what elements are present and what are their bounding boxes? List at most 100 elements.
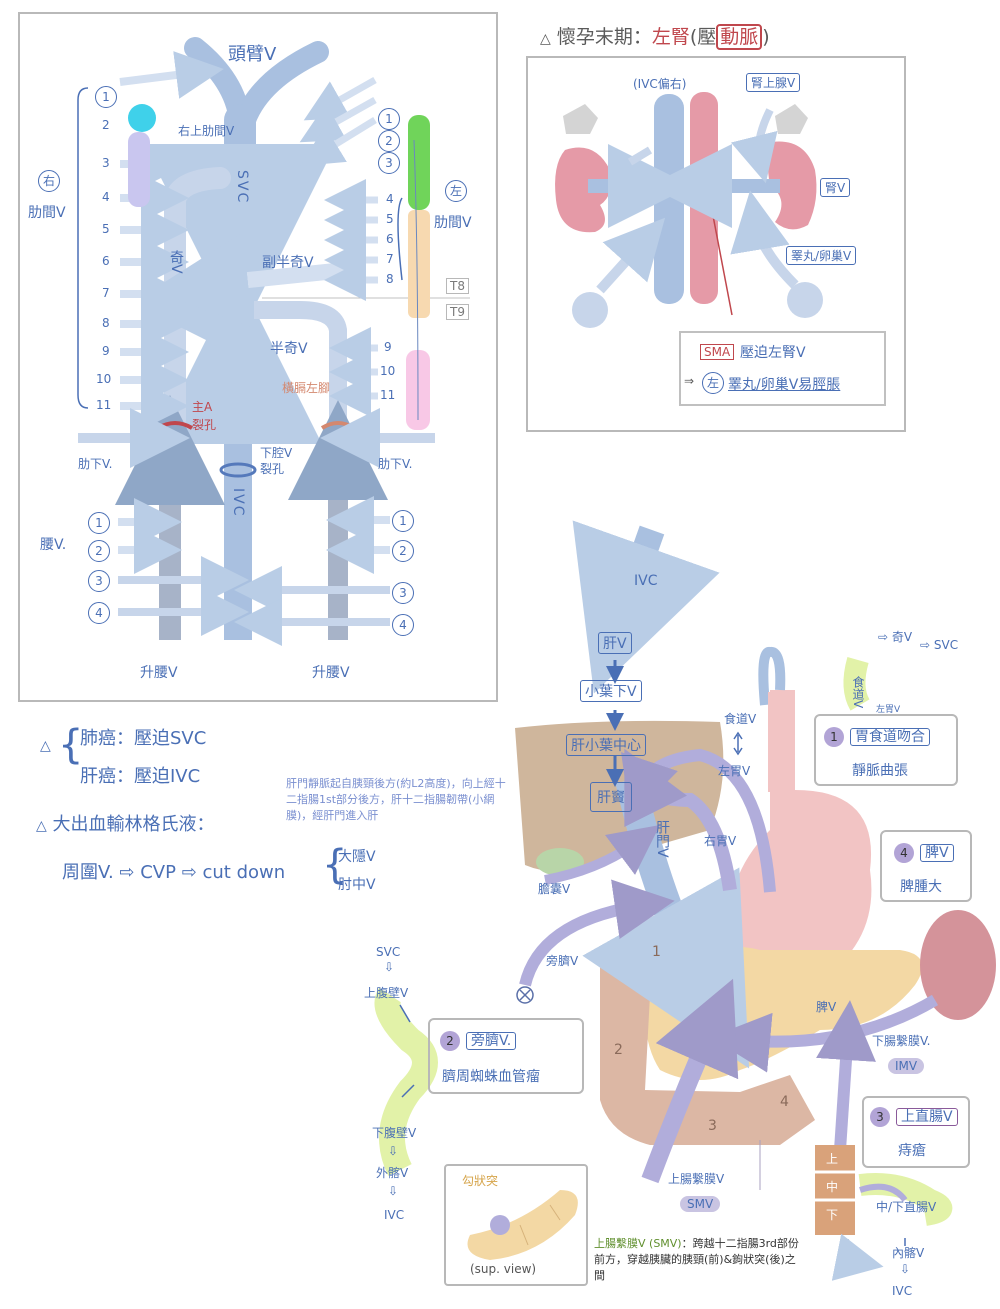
down-arrow-icon: ⇩: [900, 1262, 911, 1276]
warning-icon: △: [540, 31, 551, 47]
ivc-chain-0: 下腹壁V: [372, 1126, 417, 1140]
splenic-v-label: 脾V: [816, 1000, 837, 1014]
ascending-lumbar-right-label: 升腰V: [312, 665, 350, 681]
down-arrow-icon: ⇩: [384, 960, 395, 974]
left-intercostal-arrows: [299, 76, 435, 468]
box1-text: 靜脈曲張: [852, 763, 908, 779]
hepatic-v-box: 肝V: [598, 632, 632, 654]
aortic-hiatus-label: 主A裂孔: [192, 400, 217, 432]
lumbar-number-right: 1: [392, 510, 414, 532]
left-ic-number: 6: [386, 232, 394, 246]
box2-title: 旁臍V.: [466, 1032, 517, 1050]
sublobular-v-box: 小葉下V: [580, 680, 642, 702]
arrow-icon: ⇒: [684, 374, 695, 388]
sup-view-label: (sup. view): [470, 1262, 537, 1276]
right-ic-label: 肋間V: [28, 205, 66, 221]
pregnancy-title-red: 左腎: [651, 26, 690, 48]
svc-chain-0: SVC: [376, 945, 401, 959]
median-cubital-note: 肘中V: [338, 877, 376, 893]
lumbar-number-left: 2: [88, 540, 110, 562]
box3-num: 3: [870, 1107, 890, 1127]
smv-badge: SMV: [680, 1196, 721, 1212]
left-ic-number: 11: [380, 388, 396, 402]
svc-label: SVC: [234, 170, 250, 205]
hemiazygos-label: 半奇V: [270, 341, 308, 357]
lumbar-label: 腰V.: [40, 537, 67, 553]
down-arrow-icon: ⇩: [388, 1184, 399, 1198]
right-ic-number: 9: [102, 344, 110, 358]
right-gastric-v-label: 右胃V: [704, 834, 737, 848]
left-gastric-small: 左胃V: [876, 705, 901, 715]
cystic-v-label: 膽囊V: [538, 882, 571, 896]
cancer-bracket: △: [40, 738, 51, 754]
hemorrhage-text: 大出血輸林格氏液：: [52, 814, 215, 835]
right-ic-number: 5: [102, 222, 110, 236]
ivc-chain-2: IVC: [384, 1208, 405, 1222]
portal-v-label: 肝門V: [654, 820, 670, 858]
left-ic-number: 1: [378, 108, 400, 130]
sinusoid-box: 肝竇: [590, 782, 632, 812]
t9-label: T9: [446, 304, 469, 320]
right-ic-number: 8: [102, 316, 110, 330]
route-note: 周圍V. ⇨ CVP ⇨ cut down: [62, 862, 286, 883]
left-ic-number: 10: [380, 364, 396, 378]
t8-label: T8: [446, 278, 469, 294]
right-ic-number: 4: [102, 190, 110, 204]
rectum-upper: 上: [826, 1152, 839, 1166]
right-ic-number: 1: [95, 86, 117, 108]
svc-top-label: ⇨ SVC: [920, 638, 959, 652]
right-intercostal-arrows: [78, 51, 224, 468]
box4-num: 4: [894, 843, 914, 863]
right-ic-number: 3: [102, 156, 110, 170]
rectum-middle: 中: [826, 1180, 839, 1194]
left-ic-circle: 左: [445, 180, 467, 202]
left-ic-number: 9: [384, 340, 392, 354]
pregnancy-title-end: ): [762, 26, 770, 48]
box2-text: 臍周蜘蛛血管瘤: [442, 1069, 540, 1085]
left-ic-number: 5: [386, 212, 394, 226]
ivc-right-label: (IVC偏右): [633, 77, 687, 91]
azygos-label: 奇V: [168, 250, 184, 274]
smv-note-rest: ：跨越十二指腸3rd部份前方，穿越胰臟的胰頸(前)&鉤狀突(後)之間: [594, 1237, 799, 1282]
lumbar-number-right: 2: [392, 540, 414, 562]
pregnancy-title: △ 懷孕末期：左腎(壓動脈): [540, 22, 770, 50]
paraumbilical-v-label: 旁臍V: [546, 954, 579, 968]
lumbar-arrows: [118, 496, 390, 646]
brace-icon: {: [58, 722, 84, 768]
left-circle: 左: [702, 372, 724, 394]
gonadal-note: 睪丸/卵巢V易脛脹: [728, 377, 841, 393]
portal-system-drawing: [374, 520, 996, 1286]
ivc-label: IVC: [230, 488, 246, 518]
left-ic-number: 7: [386, 252, 394, 266]
pregnancy-title-mid: (壓: [689, 26, 717, 48]
smv-note-green: 上腸繫膜V (SMV): [594, 1237, 682, 1250]
ivc-hiatus-label: 下腔V裂孔: [260, 446, 293, 476]
duodenum-part-2: 2: [614, 1042, 623, 1058]
right-superior-intercostal-label: 右上肋間V: [178, 124, 235, 138]
esophageal-v-label: 食道V: [724, 712, 757, 726]
left-gastric-v-label: 左胃V: [718, 764, 751, 778]
esoph-top-label: 食道V: [851, 676, 865, 709]
brachiocephalic-label: 頭臂V: [228, 44, 277, 65]
pregnancy-title-boxed: 動脈: [716, 24, 763, 50]
lumbar-number-right: 4: [392, 614, 414, 636]
lumbar-number-left: 4: [88, 602, 110, 624]
box3-text: 痔瘡: [898, 1143, 926, 1159]
portal-ivc-label: IVC: [634, 573, 658, 589]
svc-chain-1: 上腹壁V: [364, 986, 409, 1000]
left-ic-number: 4: [386, 192, 394, 206]
svc-top-text: SVC: [933, 638, 959, 652]
lumbar-number-left: 1: [88, 512, 110, 534]
pregnancy-panel: [526, 56, 906, 432]
rectum-lower: 下: [826, 1208, 839, 1222]
accessory-hemiazygos-label: 副半奇V: [262, 255, 314, 271]
uncinate-label: 勾狀突: [462, 1174, 499, 1188]
smv-note: 上腸繫膜V (SMV)：跨越十二指腸3rd部份前方，穿越胰臟的胰頸(前)&鉤狀突…: [594, 1236, 806, 1284]
subcostal-right-label: 肋下V.: [378, 457, 413, 471]
box1-num: 1: [824, 727, 844, 747]
right-ic-number: 2: [102, 118, 110, 132]
azygos-system-panel: [18, 12, 498, 702]
